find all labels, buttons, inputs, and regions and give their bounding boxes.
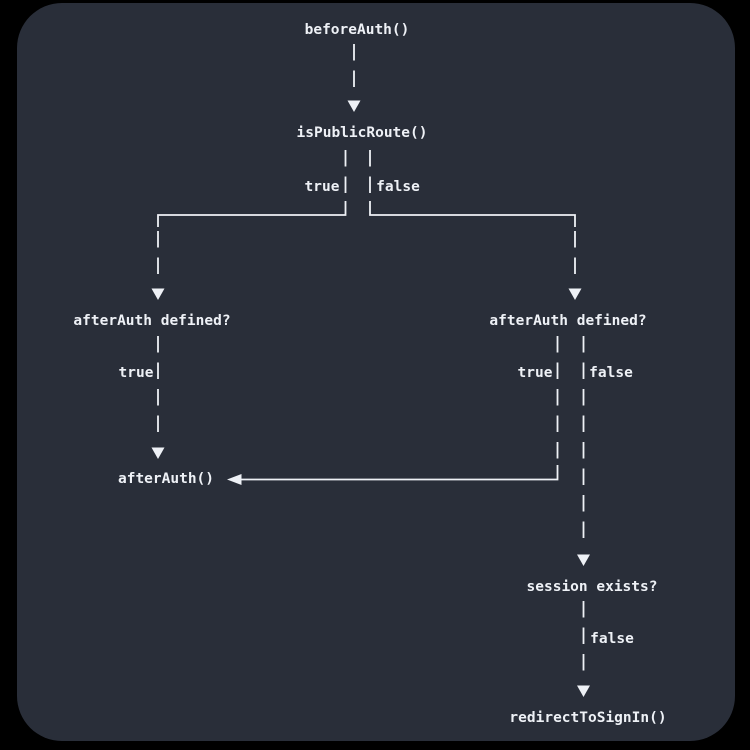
edge-label-true: true [118, 364, 154, 381]
arrow-down-icon [568, 288, 582, 300]
edge-label-false: false [376, 178, 420, 195]
arrow-down-icon [577, 685, 590, 697]
node-is-public-route: isPublicRoute() [296, 124, 428, 141]
connector-elbow [240, 465, 559, 481]
arrow-left-icon [227, 474, 242, 485]
node-session-exists: session exists? [526, 578, 658, 595]
arrow-down-icon [577, 554, 590, 566]
connector-elbow [157, 201, 347, 227]
edge-label-true: true [517, 364, 553, 381]
connector-elbow [369, 201, 576, 227]
node-before-auth: beforeAuth() [304, 21, 410, 38]
arrow-down-icon [151, 447, 165, 459]
edge-label-false: false [589, 364, 633, 381]
arrow-down-icon [347, 100, 361, 112]
arrow-down-icon [151, 288, 165, 300]
node-after-auth-defined-right: afterAuth defined? [489, 312, 647, 329]
diagram-panel [17, 3, 735, 741]
node-after-auth-defined-left: afterAuth defined? [73, 312, 231, 329]
edge-label-false: false [590, 630, 634, 647]
edge-label-true: true [304, 178, 340, 195]
node-redirect-to-sign-in: redirectToSignIn() [509, 709, 667, 726]
node-after-auth: afterAuth() [117, 470, 215, 487]
